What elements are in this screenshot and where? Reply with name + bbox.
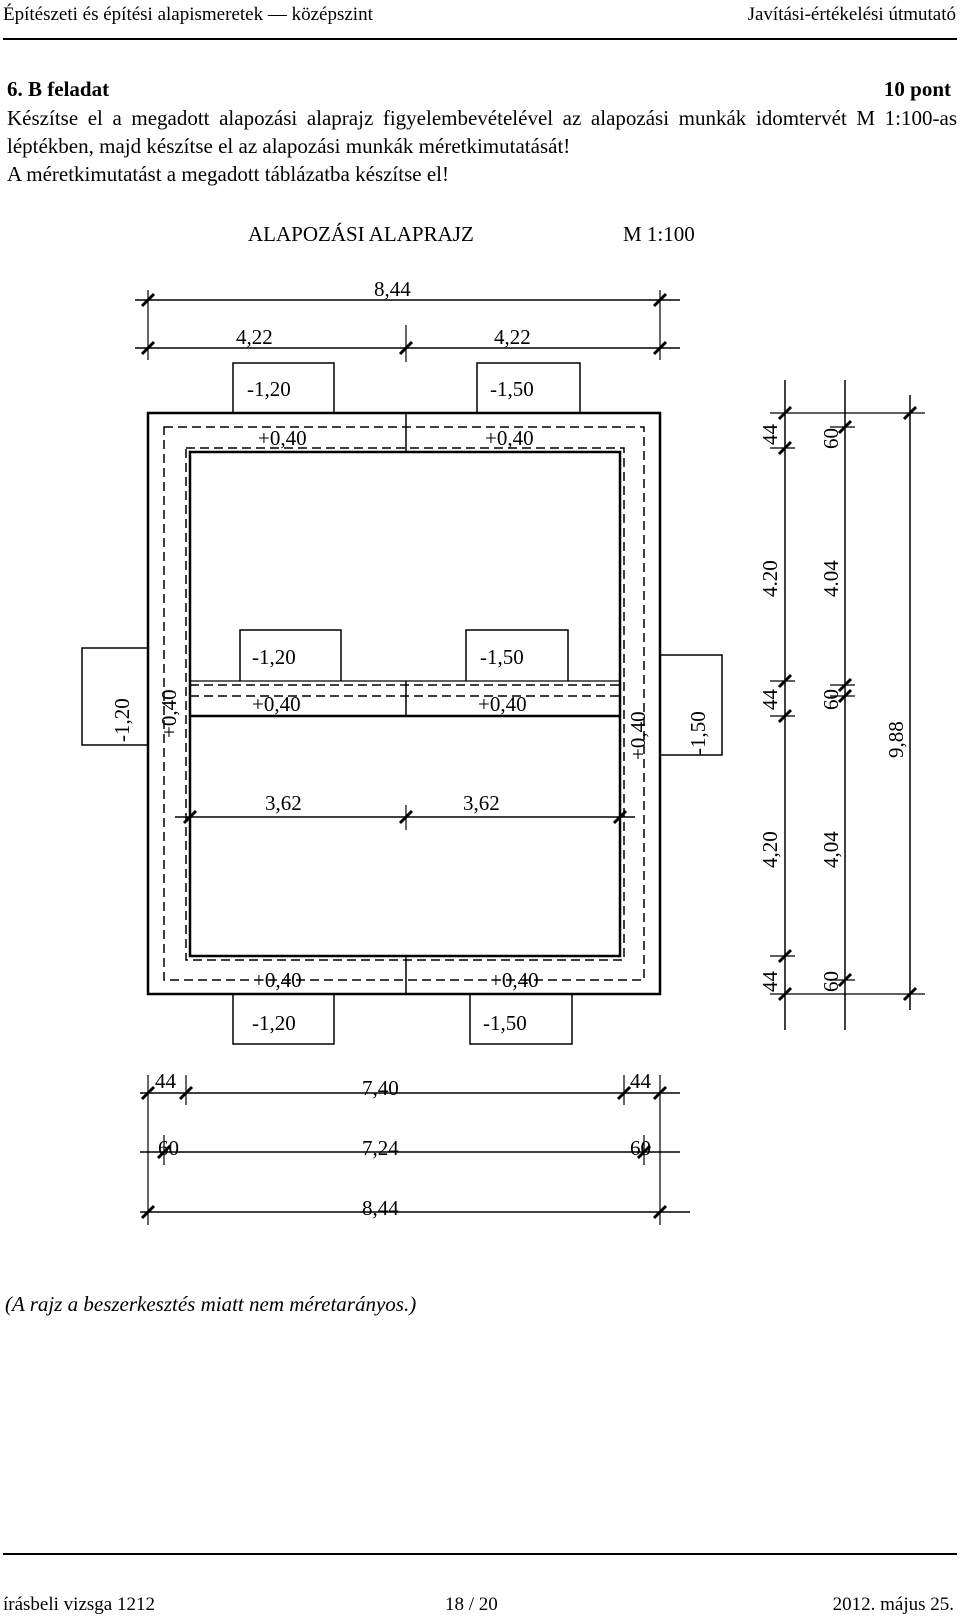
dim-vert-404-b: 4,04 [819, 831, 843, 868]
dim-half-left: 4,22 [236, 325, 273, 349]
level-mid-right: +0,40 [478, 692, 527, 716]
foundation-outer-edge [146, 411, 662, 996]
side-level-right: +0,40 [626, 711, 650, 760]
side-depth-left: -1,20 [110, 698, 134, 742]
dim-bottom-724: 7,24 [362, 1136, 399, 1160]
side-depth-tag [81, 647, 148, 746]
dim-bottom-total: 8,44 [362, 1196, 399, 1220]
dim-room-right: 3,62 [463, 791, 500, 815]
dim-vert-420-b: 4,20 [758, 831, 782, 868]
depth-tag-box [232, 994, 335, 1045]
depth-top-right: -1,50 [490, 377, 534, 401]
header-guide-title: Javítási-értékelési útmutató [747, 4, 956, 25]
footer-exam-id: írásbeli vizsga 1212 [3, 1594, 155, 1615]
side-depth-tag [660, 654, 723, 756]
dim-bottom-44-left: 44 [155, 1069, 177, 1093]
dim-bottom-60-right: 60 [630, 1136, 651, 1160]
footer-date: 2012. május 25. [832, 1594, 954, 1615]
drawing-scale: M 1:100 [623, 222, 695, 246]
drawing-title: ALAPOZÁSI ALAPRAJZ [248, 222, 474, 246]
dim-vert-60-b: 60 [819, 689, 843, 710]
depth-mid-right: -1,50 [480, 645, 524, 669]
side-depth-right: -1,50 [686, 711, 710, 755]
task-text-line1: Készítse el a megadott alapozási alapraj… [7, 106, 957, 158]
header-exam-title: Építészeti és építési alapismeretek — kö… [3, 4, 373, 25]
level-mid-left: +0,40 [252, 692, 301, 716]
depth-tag-box [469, 994, 573, 1045]
dim-half-right: 4,22 [494, 325, 531, 349]
footer-page-number: 18 / 20 [445, 1594, 498, 1615]
dim-vert-60-c: 60 [819, 971, 843, 992]
depth-bottom-left: -1,20 [252, 1011, 296, 1035]
task-points: 10 pont [883, 77, 951, 101]
header-divider [3, 38, 957, 40]
task-text-line2: A méretkimutatást a megadott táblázatba … [7, 162, 449, 186]
depth-bottom-right: -1,50 [483, 1011, 527, 1035]
level-top-left: +0,40 [258, 426, 307, 450]
dim-vert-404-a: 4.04 [819, 560, 843, 597]
depth-tag-box [476, 362, 581, 413]
depth-top-left: -1,20 [247, 377, 291, 401]
dim-room-left: 3,62 [265, 791, 302, 815]
wall-outline-outer [163, 426, 645, 981]
depth-tag-box [465, 629, 569, 681]
level-bottom-left: +0,40 [253, 968, 302, 992]
dim-vert-total: 9,88 [884, 721, 908, 758]
dim-vert-44-b: 44 [758, 689, 782, 711]
drawing-note: (A rajz a beszerkesztés miatt nem méreta… [5, 1292, 417, 1316]
dim-vert-420-a: 4.20 [758, 560, 782, 597]
foundation-inner-edge [188, 450, 622, 958]
task-title: 6. B feladat [7, 77, 110, 101]
footer-divider [3, 1553, 957, 1555]
dim-bottom-44-right: 44 [630, 1069, 652, 1093]
depth-mid-left: -1,20 [252, 645, 296, 669]
dim-vert-44-a: 44 [758, 424, 782, 446]
level-bottom-right: +0,40 [490, 968, 539, 992]
wall-outline-inner [185, 447, 625, 961]
dim-total-top: 8,44 [374, 277, 411, 301]
task-description: Készítse el a megadott alapozási alapraj… [7, 104, 957, 188]
level-top-right: +0,40 [485, 426, 534, 450]
dim-bottom-60-left: 60 [158, 1136, 179, 1160]
dim-vert-60-a: 60 [819, 428, 843, 449]
depth-tag-box [232, 362, 335, 413]
dim-bottom-740: 7,40 [362, 1076, 399, 1100]
dim-vert-44-c: 44 [758, 971, 782, 993]
depth-tag-box [239, 629, 342, 681]
side-level-left: +0,40 [157, 689, 181, 738]
